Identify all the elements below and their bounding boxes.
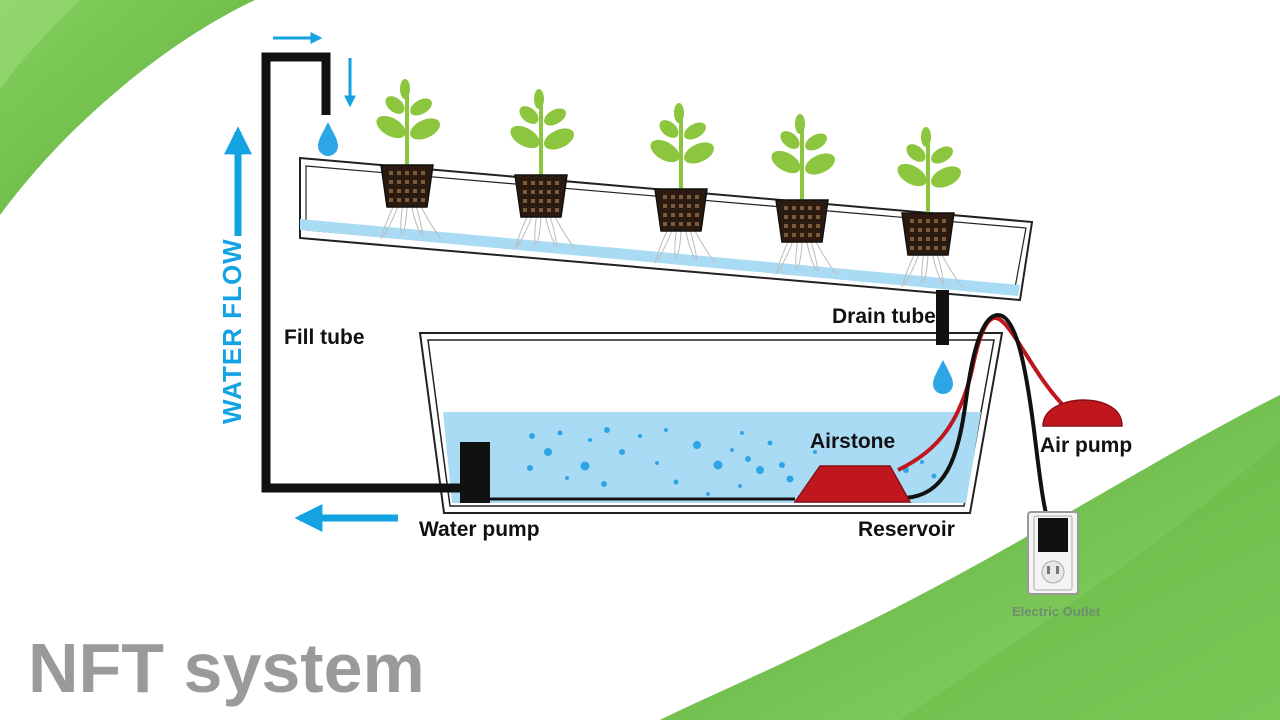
leaf	[534, 89, 544, 109]
leaf	[650, 139, 680, 163]
plug	[1038, 518, 1068, 552]
leaf	[931, 146, 953, 164]
leaf	[410, 118, 440, 140]
leaf	[544, 108, 566, 126]
power-cord-black	[904, 312, 1050, 521]
drain-tube	[936, 290, 949, 345]
leaf	[385, 96, 405, 114]
pot-texture	[784, 206, 820, 237]
leaf	[771, 150, 801, 174]
pot-texture	[663, 195, 699, 226]
top-left-swoosh-light	[0, 0, 80, 90]
leaf	[780, 131, 800, 149]
pot-texture	[389, 171, 425, 202]
leaf	[510, 125, 540, 149]
net-pot	[514, 174, 568, 218]
drain-tube-label: Drain tube	[832, 305, 936, 328]
airstone-label: Airstone	[810, 430, 896, 453]
net-pot	[775, 199, 829, 243]
leaf	[795, 114, 805, 134]
water-pump	[460, 442, 490, 503]
air-bubbles	[527, 427, 937, 496]
plant	[897, 127, 963, 288]
leaf	[519, 106, 539, 124]
top-left-swoosh	[0, 0, 255, 215]
water-drop-top	[318, 122, 338, 156]
plant-row	[376, 79, 963, 288]
leaf	[805, 133, 827, 151]
electric-outlet-label: Electric Outlet	[1012, 604, 1101, 619]
leaf	[659, 120, 679, 138]
reservoir	[418, 332, 1004, 514]
leaf	[400, 79, 410, 99]
plant	[510, 89, 576, 250]
leaf	[931, 166, 961, 188]
page-title: NFT system	[28, 629, 425, 707]
pot-texture	[523, 181, 559, 212]
pot-texture	[910, 219, 946, 250]
leaf	[674, 103, 684, 123]
leaf	[805, 153, 835, 175]
leaf	[684, 122, 706, 140]
flow-arrows	[224, 32, 398, 532]
fill-tube-label: Fill tube	[284, 326, 365, 349]
reservoir-label: Reservoir	[858, 518, 955, 541]
water-pump-label: Water pump	[419, 518, 540, 541]
airstone	[793, 465, 912, 503]
leaf	[684, 142, 714, 164]
leaf	[897, 163, 927, 187]
leaf	[410, 98, 432, 116]
leaf	[376, 115, 406, 139]
water-drop-drain	[933, 360, 953, 394]
leaf	[921, 127, 931, 147]
bottom-right-swoosh-dark	[900, 440, 1280, 720]
fill-tube	[261, 52, 466, 493]
air-pump	[1042, 399, 1123, 427]
net-pot	[654, 188, 708, 232]
plant	[650, 103, 716, 264]
net-pot	[380, 164, 434, 208]
water-flow-label: WATER FLOW	[217, 238, 247, 424]
leaf	[544, 128, 574, 150]
net-pot	[901, 212, 955, 256]
electric-outlet	[1027, 511, 1079, 595]
channel-water	[300, 219, 1020, 296]
plant	[376, 79, 442, 240]
air-pump-label: Air pump	[1040, 434, 1133, 457]
plant	[771, 114, 837, 275]
leaf	[906, 144, 926, 162]
